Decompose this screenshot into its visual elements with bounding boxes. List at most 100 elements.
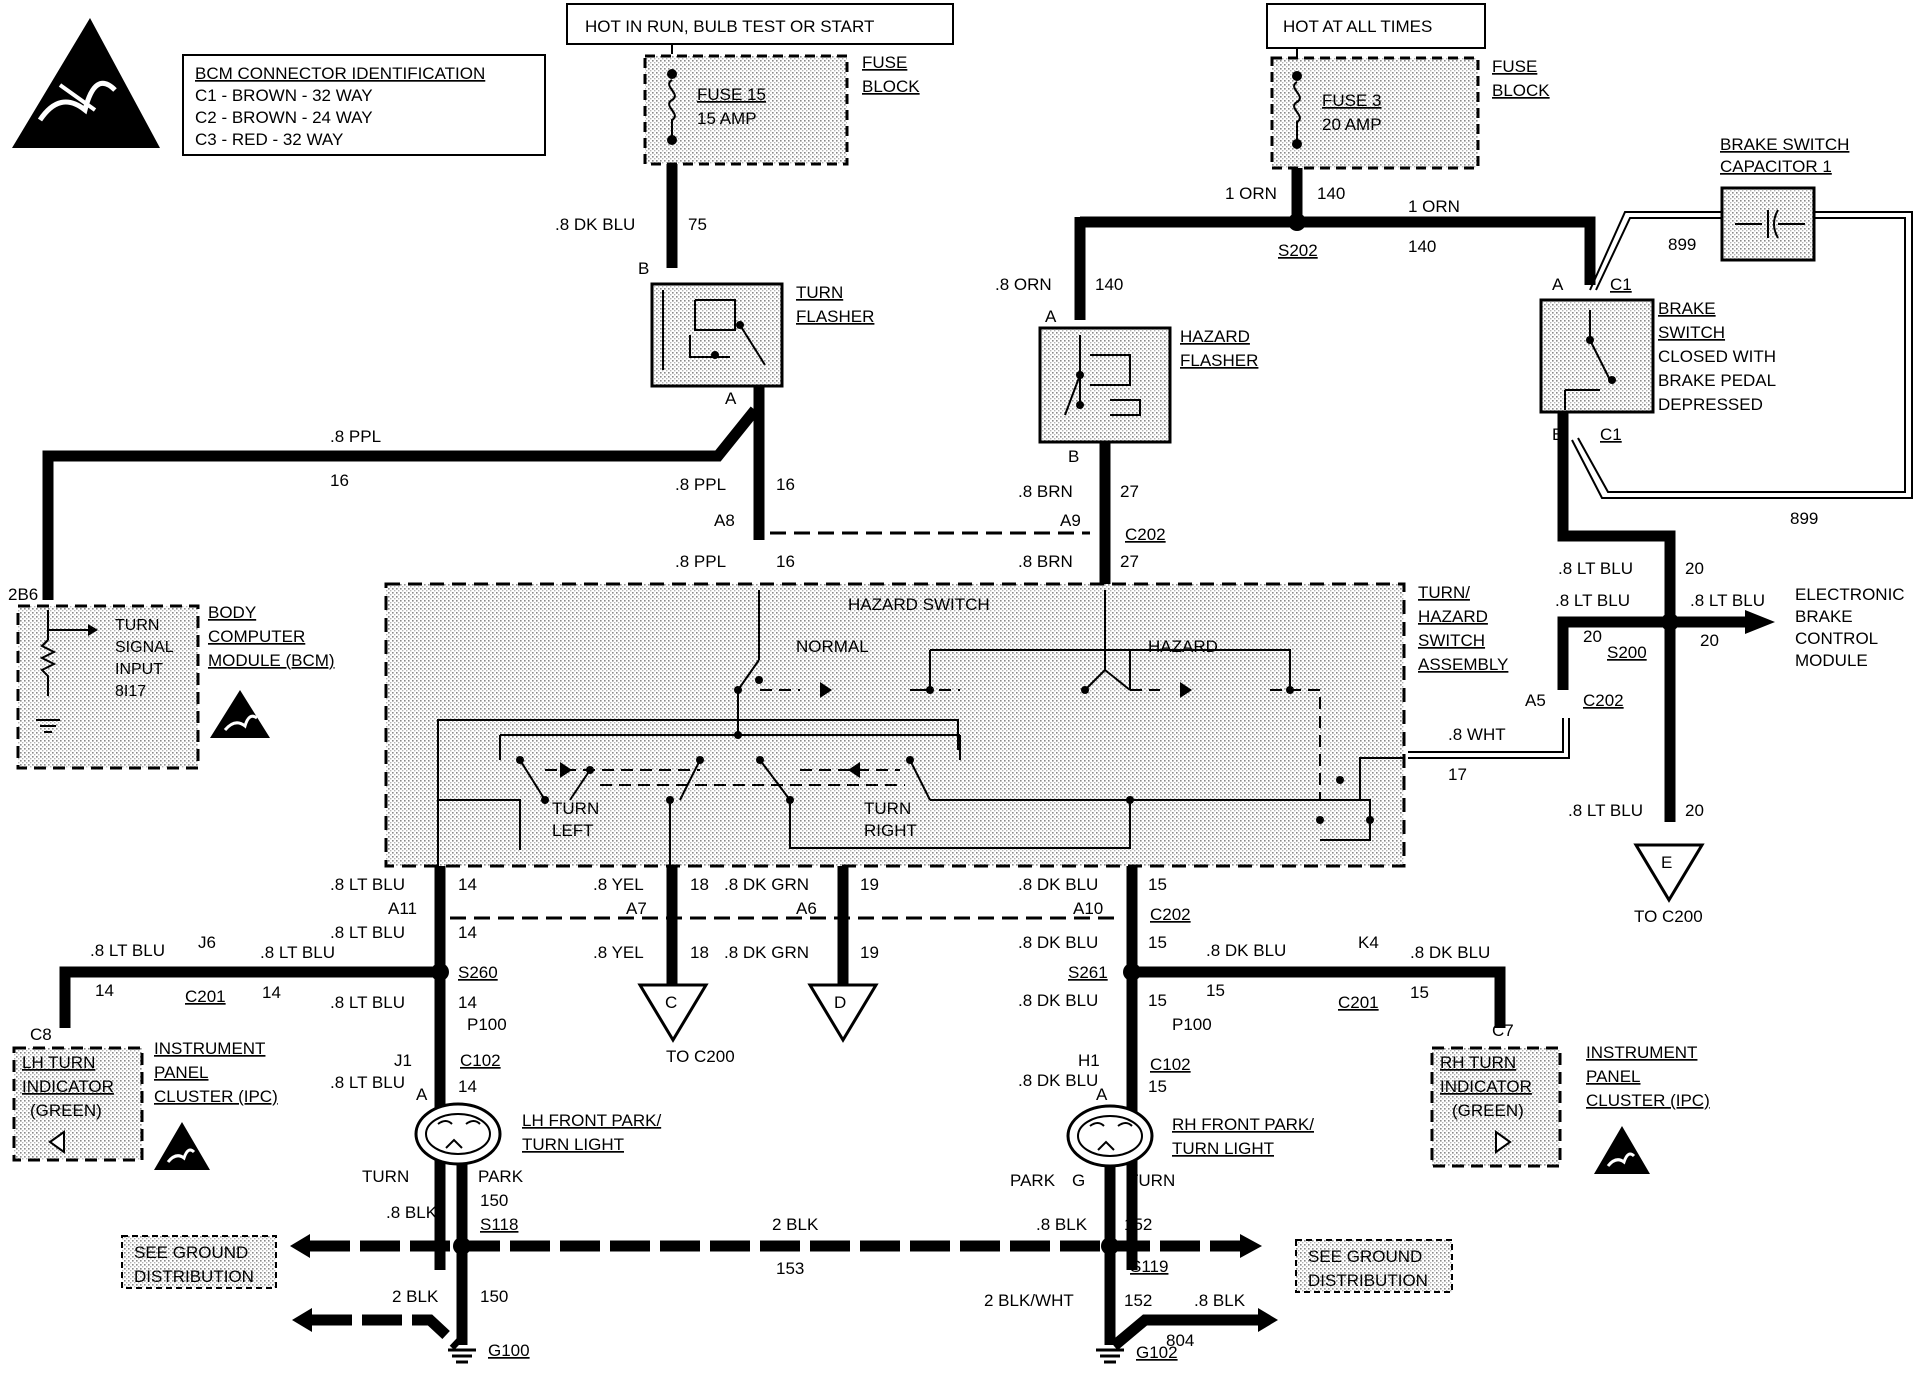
svg-text:2B6: 2B6 [8,585,38,604]
svg-text:18: 18 [690,875,709,894]
turn-hazard-switch-assembly: HAZARD SWITCH NORMAL HAZARD TURN LEFT TU… [384,582,1406,880]
svg-text:DISTRIBUTION: DISTRIBUTION [1308,1271,1428,1290]
connector-c-triangle: C [637,983,709,1043]
svg-text:150: 150 [480,1191,508,1210]
svg-text:BLOCK: BLOCK [1492,81,1550,100]
svg-text:B: B [1068,447,1079,466]
svg-text:15: 15 [1148,875,1167,894]
svg-text:LH TURN: LH TURN [22,1053,95,1072]
esd-icon-rh [1594,1126,1650,1174]
svg-text:PARK: PARK [478,1167,524,1186]
svg-text:16: 16 [776,552,795,571]
svg-text:.8 LT BLU: .8 LT BLU [1555,591,1630,610]
svg-text:FLASHER: FLASHER [796,307,874,326]
svg-text:HAZARD SWITCH: HAZARD SWITCH [848,595,990,614]
esd-warning-icon [12,18,160,148]
rh-front-park-turn-light: A [1066,1085,1154,1168]
svg-text:RIGHT: RIGHT [864,821,917,840]
svg-text:.8 PPL: .8 PPL [675,552,726,571]
hot-at-all-times-label: HOT AT ALL TIMES [1266,3,1486,49]
svg-text:BCM CONNECTOR IDENTIFICATION: BCM CONNECTOR IDENTIFICATION [195,64,485,83]
svg-text:P100: P100 [467,1015,507,1034]
svg-text:899: 899 [1668,235,1696,254]
svg-text:.8 DK BLU: .8 DK BLU [1206,941,1286,960]
svg-text:A10: A10 [1073,899,1103,918]
svg-text:.8 BLK: .8 BLK [1194,1291,1246,1310]
svg-text:.8 LT BLU: .8 LT BLU [1690,591,1765,610]
svg-text:INDICATOR: INDICATOR [1440,1077,1532,1096]
bcm-connector-id-box: BCM CONNECTOR IDENTIFICATION C1 - BROWN … [182,54,546,156]
svg-text:C102: C102 [460,1051,501,1070]
svg-text:HAZARD: HAZARD [1180,327,1250,346]
svg-text:27: 27 [1120,482,1139,501]
esd-icon-bcm [210,690,270,738]
ground-g102 [1096,1348,1124,1364]
svg-text:899: 899 [1790,509,1818,528]
svg-text:15: 15 [1148,933,1167,952]
svg-text:1 ORN: 1 ORN [1225,184,1277,203]
connector-e-triangle: E [1633,843,1705,903]
svg-text:DISTRIBUTION: DISTRIBUTION [134,1267,254,1286]
svg-text:C202: C202 [1125,525,1166,544]
svg-text:S118: S118 [480,1215,518,1234]
svg-text:14: 14 [458,923,477,942]
svg-text:C202: C202 [1150,905,1191,924]
svg-text:.8 LT BLU: .8 LT BLU [1558,559,1633,578]
svg-text:C102: C102 [1150,1055,1191,1074]
svg-text:S119: S119 [1130,1257,1168,1276]
svg-text:16: 16 [776,475,795,494]
svg-text:A8: A8 [714,511,735,530]
svg-text:CLUSTER (IPC): CLUSTER (IPC) [1586,1091,1710,1110]
svg-text:A6: A6 [796,899,817,918]
svg-text:FUSE: FUSE [862,53,907,72]
svg-text:150: 150 [480,1287,508,1306]
svg-text:2 BLK: 2 BLK [772,1215,819,1234]
body-computer-module: TURN SIGNAL INPUT 8I17 [16,604,200,770]
svg-text:J6: J6 [198,933,216,952]
svg-text:TURN/: TURN/ [1418,583,1470,602]
svg-text:A: A [1552,275,1564,294]
svg-text:C7: C7 [1492,1021,1514,1040]
svg-text:C1: C1 [1600,425,1622,444]
svg-text:DEPRESSED: DEPRESSED [1658,395,1763,414]
svg-text:.8 LT BLU: .8 LT BLU [330,875,405,894]
svg-text:P100: P100 [1172,1015,1212,1034]
svg-text:.8 LT BLU: .8 LT BLU [1568,801,1643,820]
svg-text:BODY: BODY [208,603,256,622]
svg-text:LH FRONT PARK/: LH FRONT PARK/ [522,1111,661,1130]
svg-text:.8 DK GRN: .8 DK GRN [724,875,809,894]
svg-text:.8 YEL: .8 YEL [593,943,644,962]
svg-text:S261: S261 [1068,963,1108,982]
svg-text:TURN LIGHT: TURN LIGHT [522,1135,624,1154]
svg-text:17: 17 [1448,765,1467,784]
svg-text:PANEL: PANEL [154,1063,209,1082]
svg-text:HOT AT ALL TIMES: HOT AT ALL TIMES [1283,17,1432,36]
svg-text:A11: A11 [388,899,417,918]
svg-text:.8 DK BLU: .8 DK BLU [1018,1071,1098,1090]
svg-text:RH TURN: RH TURN [1440,1053,1516,1072]
svg-text:C201: C201 [185,987,226,1006]
svg-text:14: 14 [262,983,281,1002]
svg-text:.8 BRN: .8 BRN [1018,482,1073,501]
svg-text:SWITCH: SWITCH [1658,323,1725,342]
svg-text:14: 14 [95,981,114,1000]
svg-text:ASSEMBLY: ASSEMBLY [1418,655,1508,674]
svg-text:20: 20 [1583,627,1602,646]
svg-text:HOT IN RUN, BULB TEST OR START: HOT IN RUN, BULB TEST OR START [585,17,874,36]
svg-text:C3 - RED - 32 WAY: C3 - RED - 32 WAY [195,130,343,149]
see-ground-distribution-right: SEE GROUND DISTRIBUTION [1295,1239,1453,1293]
svg-text:15 AMP: 15 AMP [697,109,757,128]
svg-text:TURN: TURN [115,617,159,634]
svg-text:J1: J1 [394,1051,412,1070]
svg-text:.8 LT BLU: .8 LT BLU [330,923,405,942]
svg-text:(GREEN): (GREEN) [30,1101,102,1120]
svg-text:.8 ORN: .8 ORN [995,275,1052,294]
svg-text:.8 DK BLU: .8 DK BLU [1018,991,1098,1010]
lh-turn-indicator: LH TURN INDICATOR (GREEN) [12,1046,144,1162]
svg-text:PANEL: PANEL [1586,1067,1641,1086]
svg-text:K4: K4 [1358,933,1379,952]
svg-text:19: 19 [860,943,879,962]
svg-text:CAPACITOR 1: CAPACITOR 1 [1720,157,1832,176]
svg-text:.8 DK BLU: .8 DK BLU [555,215,635,234]
svg-text:75: 75 [688,215,707,234]
